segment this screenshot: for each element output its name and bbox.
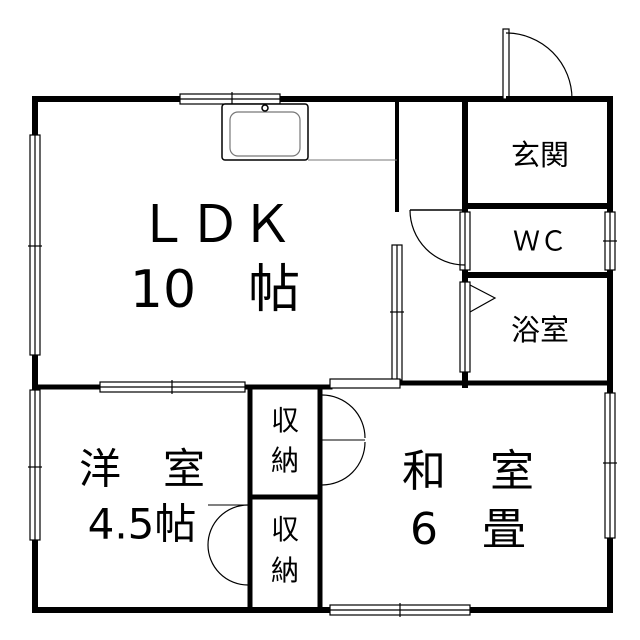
bath-label: 浴室	[511, 313, 569, 347]
door-swing-icon	[321, 394, 366, 486]
western-room-size-label: 4.5帖	[88, 500, 197, 549]
ldk-label: ＬＤＫ	[137, 195, 293, 255]
ldk-size-label: 10 帖	[130, 260, 300, 320]
entrance-label: 玄関	[511, 138, 569, 172]
room-labels: ＬＤＫ 10 帖 玄関 ＷＣ 浴室 洋 室 4.5帖 収 納 収 納 和 室 6…	[79, 138, 569, 587]
door-swing-icon	[207, 504, 249, 586]
japanese-room-size-label: 6 畳	[410, 504, 526, 555]
doors	[207, 28, 573, 586]
storage-upper-label-2: 納	[271, 444, 299, 477]
storage-lower-label-2: 納	[271, 554, 299, 587]
storage-lower-label-1: 収	[271, 513, 299, 546]
door-swing-icon	[469, 284, 497, 313]
storage-upper-label-1: 収	[271, 404, 299, 437]
door-swing-icon	[502, 28, 573, 102]
wc-label: ＷＣ	[513, 227, 567, 258]
window-icon	[329, 378, 401, 389]
kitchen-sink-icon	[221, 103, 397, 161]
door-swing-icon	[409, 209, 466, 266]
windows	[28, 92, 617, 617]
japanese-room-label: 和 室	[402, 446, 534, 497]
western-room-label: 洋 室	[79, 445, 205, 494]
